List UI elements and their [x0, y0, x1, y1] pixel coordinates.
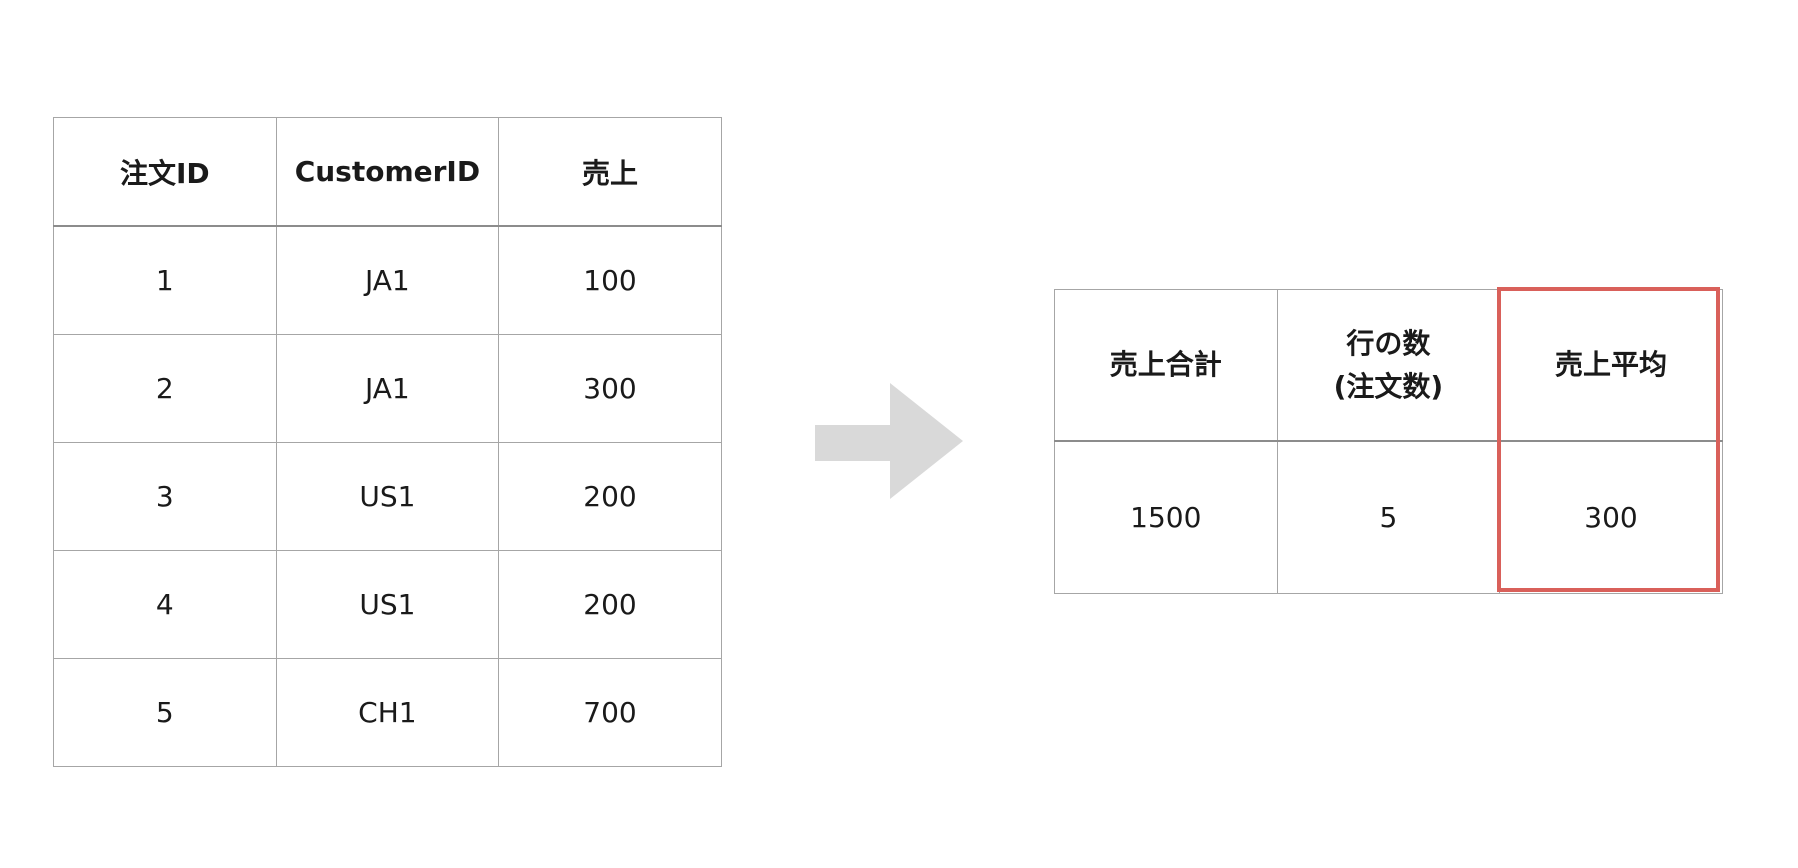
- result-header-row: 売上合計 行の数 (注文数) 売上平均: [1054, 289, 1723, 442]
- header-sales-average: 売上平均: [1499, 289, 1723, 442]
- customer-id-cell: JA1: [275, 225, 500, 335]
- header-row-count-line2: (注文数): [1333, 370, 1444, 403]
- sales-cell: 100: [498, 225, 722, 335]
- order-id-cell: 1: [53, 225, 277, 335]
- table-row: 1 JA1 100: [53, 225, 722, 335]
- order-id-cell: 3: [53, 442, 277, 551]
- sales-cell: 200: [498, 442, 722, 551]
- customer-id-cell: US1: [275, 550, 500, 659]
- arrow-shape: [815, 383, 963, 499]
- table-row: 4 US1 200: [53, 550, 722, 659]
- sales-total-value: 1500: [1054, 440, 1278, 594]
- source-header-row: 注文ID CustomerID 売上: [53, 117, 722, 227]
- header-customer-id: CustomerID: [275, 117, 500, 227]
- order-id-cell: 4: [53, 550, 277, 659]
- customer-id-cell: JA1: [275, 334, 500, 443]
- result-value-row: 1500 5 300: [1054, 440, 1723, 594]
- sales-cell: 200: [498, 550, 722, 659]
- order-id-cell: 5: [53, 658, 277, 767]
- header-sales-total: 売上合計: [1054, 289, 1278, 442]
- customer-id-cell: CH1: [275, 658, 500, 767]
- header-sales: 売上: [498, 117, 722, 227]
- row-count-value: 5: [1276, 440, 1501, 594]
- right-arrow-icon: [815, 383, 963, 499]
- table-row: 5 CH1 700: [53, 658, 722, 767]
- order-id-cell: 2: [53, 334, 277, 443]
- header-sales-total-label: 売上合計: [1109, 348, 1222, 382]
- sales-average-value: 300: [1499, 440, 1723, 594]
- customer-id-cell: US1: [275, 442, 500, 551]
- header-row-count: 行の数 (注文数): [1276, 289, 1501, 442]
- sales-cell: 700: [498, 658, 722, 767]
- header-row-count-line1: 行の数: [1346, 326, 1431, 360]
- header-order-id: 注文ID: [53, 117, 277, 227]
- table-row: 3 US1 200: [53, 442, 722, 551]
- header-sales-average-label: 売上平均: [1554, 348, 1667, 382]
- sales-cell: 300: [498, 334, 722, 443]
- table-row: 2 JA1 300: [53, 334, 722, 443]
- source-table: 注文ID CustomerID 売上 1 JA1 100 2 JA1 300 3…: [53, 117, 722, 767]
- result-table: 売上合計 行の数 (注文数) 売上平均 1500 5 300: [1054, 289, 1723, 594]
